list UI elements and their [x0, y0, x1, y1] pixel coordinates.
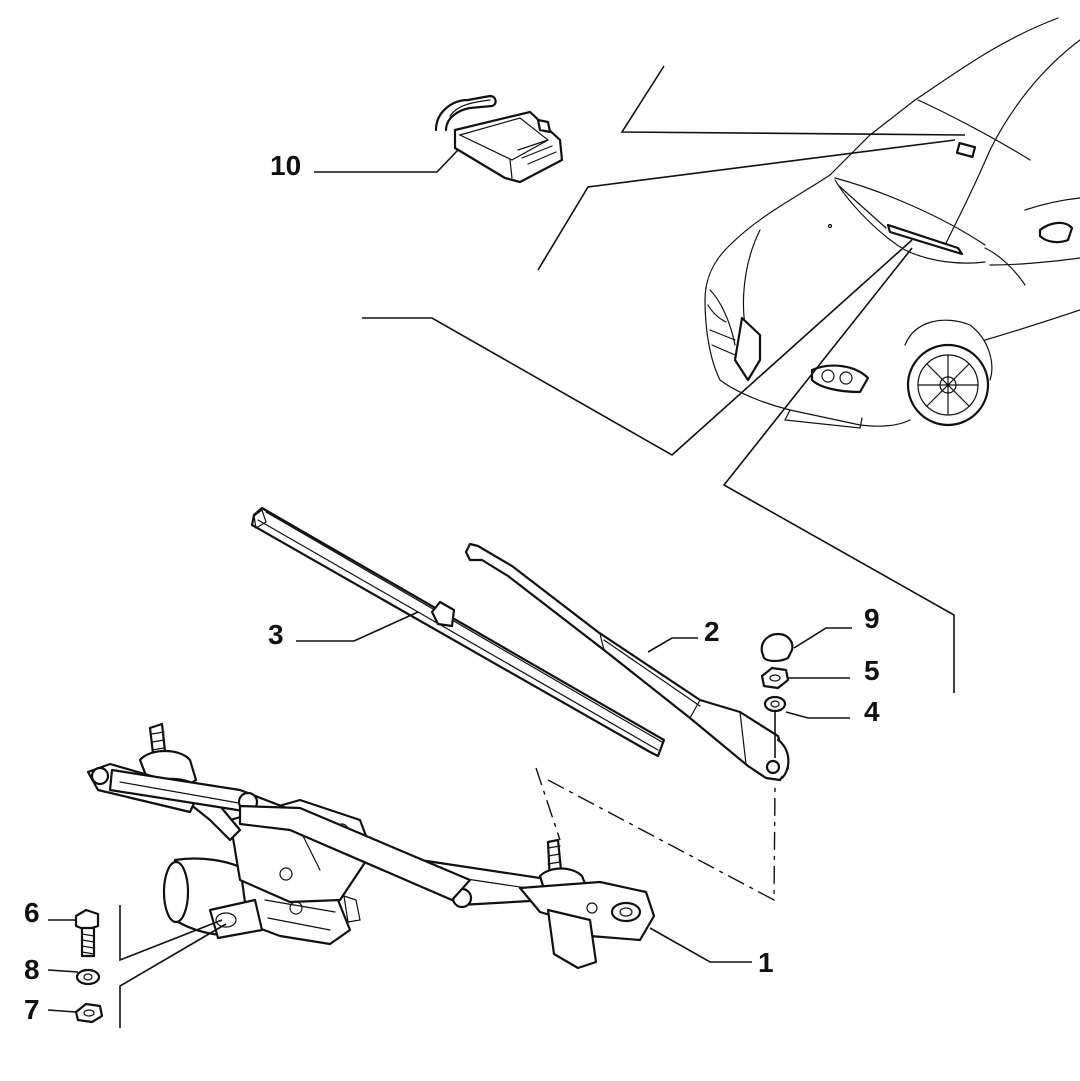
leader-8	[47, 969, 79, 973]
cap	[760, 632, 794, 663]
car-leader-lines	[362, 65, 966, 693]
nut	[74, 1002, 104, 1024]
washer	[75, 968, 101, 986]
callout-2: 2	[704, 616, 720, 647]
leader-2	[647, 637, 698, 653]
alignment-line	[547, 779, 776, 902]
callout-6: 6	[24, 897, 40, 928]
callout-7: 7	[24, 994, 40, 1025]
alignment-line	[535, 767, 561, 841]
leader-9	[793, 627, 852, 649]
callout-1: 1	[758, 947, 774, 978]
callout-4: 4	[864, 696, 880, 727]
callout-5: 5	[864, 655, 880, 686]
rain-sensor	[434, 94, 564, 184]
fastener-leader	[119, 923, 227, 1028]
callout-9: 9	[864, 603, 880, 634]
fastener-leader	[119, 905, 223, 962]
car-illustration	[704, 17, 1080, 429]
leader-10	[314, 149, 459, 173]
wiper-blade	[250, 506, 666, 758]
leader-4	[785, 711, 850, 719]
wiper-linkage-with-motor	[86, 722, 656, 970]
nut	[760, 666, 790, 690]
leader-3	[296, 611, 419, 642]
wiper-arm	[464, 542, 790, 782]
callout-3: 3	[268, 619, 284, 650]
bolt	[74, 908, 100, 958]
callout-8: 8	[24, 954, 40, 985]
leader-7	[47, 1009, 77, 1013]
leader-1	[649, 927, 752, 963]
callout-10: 10	[270, 150, 301, 181]
washer	[763, 695, 787, 713]
